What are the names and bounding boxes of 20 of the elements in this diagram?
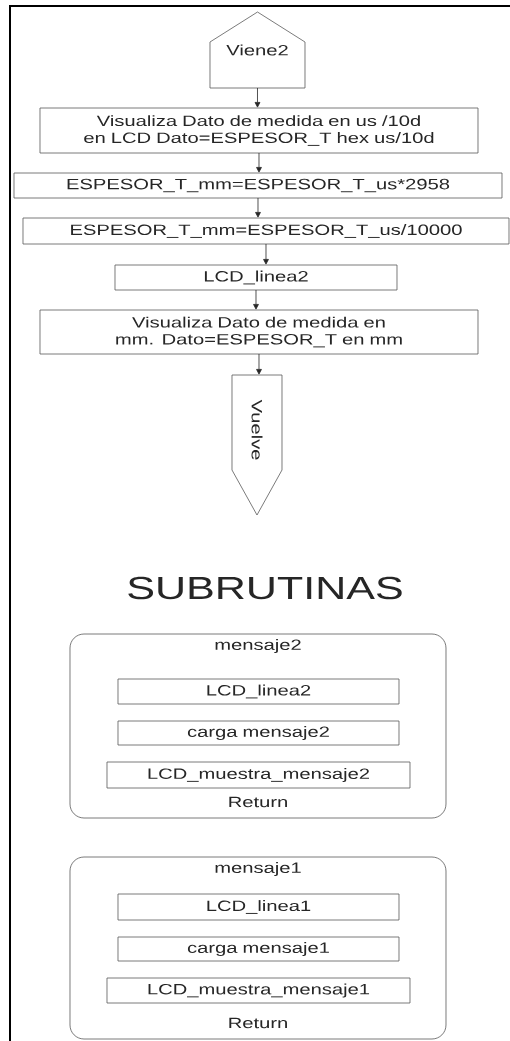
- process-box: Visualiza Dato de medida en us /10d en LCD Dato=ESPESOR_T hex us/10d: [39, 107, 479, 154]
- process-box: ESPESOR_T_mm=ESPESOR_T_us/10000: [22, 217, 510, 245]
- process-box: LCD_muestra_mensaje2: [106, 761, 411, 789]
- process-box: LCD_linea2: [117, 678, 400, 705]
- arrow: [256, 152, 262, 173]
- arrow: [256, 353, 262, 375]
- arrow: [255, 197, 261, 218]
- arrow: [263, 243, 269, 265]
- process-box: LCD_muestra_mensaje1: [106, 977, 411, 1004]
- process-box: carga mensaje2: [117, 720, 400, 746]
- process-box: carga mensaje1: [117, 936, 400, 962]
- arrow: [253, 289, 259, 310]
- process-box: LCD_linea2: [114, 264, 398, 291]
- process-box: ESPESOR_T_mm=ESPESOR_T_us*2958: [13, 172, 503, 199]
- process-box: LCD_linea1: [117, 893, 400, 921]
- offpage-connector: Viene2: [209, 11, 306, 89]
- process-box: Visualiza Dato de medida en mm. Dato=ESPESOR_T en mm: [39, 309, 479, 355]
- section-heading: SUBRUTINAS: [128, 576, 402, 600]
- arrow: [254, 87, 261, 108]
- offpage-connector: Vuelve: [231, 374, 283, 516]
